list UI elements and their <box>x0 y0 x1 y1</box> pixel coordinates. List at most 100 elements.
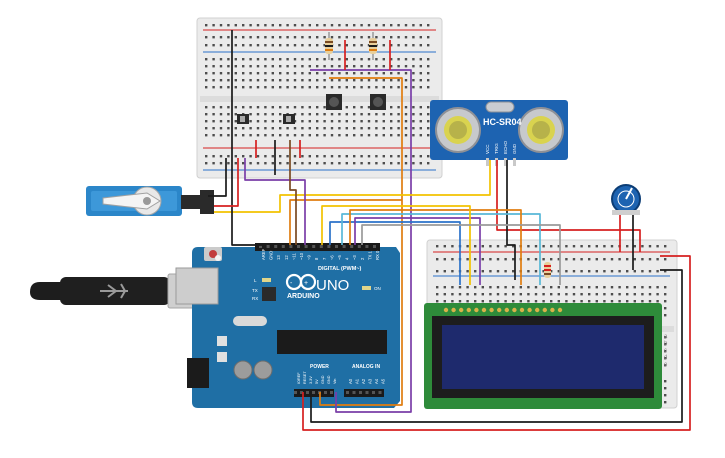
breadboard-hole[interactable] <box>279 65 282 68</box>
breadboard-hole[interactable] <box>271 44 274 47</box>
breadboard-hole[interactable] <box>308 162 311 165</box>
breadboard-hole[interactable] <box>227 79 230 82</box>
breadboard-hole[interactable] <box>316 113 319 116</box>
breadboard-hole[interactable] <box>234 120 237 123</box>
breadboard-hole[interactable] <box>641 286 644 289</box>
breadboard-hole[interactable] <box>427 162 430 165</box>
breadboard-hole[interactable] <box>664 270 667 273</box>
breadboard-hole[interactable] <box>205 36 208 39</box>
breadboard-hole[interactable] <box>301 113 304 116</box>
push-button-1[interactable] <box>326 94 342 110</box>
breadboard-hole[interactable] <box>293 44 297 47</box>
breadboard-hole[interactable] <box>534 270 538 273</box>
breadboard-hole[interactable] <box>397 86 400 89</box>
breadboard-hole[interactable] <box>375 58 378 61</box>
breadboard-hole[interactable] <box>316 162 319 165</box>
breadboard-hole[interactable] <box>338 113 341 116</box>
breadboard-hole[interactable] <box>436 258 439 261</box>
breadboard-hole[interactable] <box>308 79 311 82</box>
breadboard-hole[interactable] <box>316 44 319 47</box>
breadboard-hole[interactable] <box>481 293 484 296</box>
breadboard-hole[interactable] <box>279 127 282 130</box>
breadboard-hole[interactable] <box>588 245 591 248</box>
sensor-pin[interactable] <box>486 158 489 166</box>
breadboard-hole[interactable] <box>436 293 439 296</box>
breadboard-hole[interactable] <box>227 86 230 89</box>
breadboard-hole[interactable] <box>412 155 415 158</box>
breadboard-hole[interactable] <box>308 106 311 109</box>
breadboard-hole[interactable] <box>610 286 614 289</box>
breadboard-hole[interactable] <box>293 127 297 130</box>
breadboard-hole[interactable] <box>375 86 378 89</box>
breadboard-hole[interactable] <box>271 134 274 137</box>
breadboard-hole[interactable] <box>550 270 553 273</box>
breadboard-hole[interactable] <box>219 44 223 47</box>
breadboard-hole[interactable] <box>595 270 598 273</box>
breadboard-hole[interactable] <box>375 72 378 75</box>
push-button-2[interactable] <box>370 94 386 110</box>
breadboard-hole[interactable] <box>256 127 260 130</box>
breadboard-hole[interactable] <box>603 270 606 273</box>
breadboard-hole[interactable] <box>664 350 667 353</box>
lcd-16x2[interactable] <box>424 303 662 409</box>
breadboard-hole[interactable] <box>367 24 371 27</box>
breadboard-hole[interactable] <box>286 58 289 61</box>
breadboard-hole[interactable] <box>664 364 667 367</box>
breadboard-hole[interactable] <box>316 79 319 82</box>
breadboard-hole[interactable] <box>279 134 282 137</box>
breadboard-hole[interactable] <box>367 134 371 137</box>
breadboard-hole[interactable] <box>271 58 274 61</box>
breadboard-hole[interactable] <box>367 72 371 75</box>
breadboard-hole[interactable] <box>323 155 326 158</box>
breadboard-hole[interactable] <box>316 127 319 130</box>
breadboard-hole[interactable] <box>512 245 515 248</box>
breadboard-hole[interactable] <box>249 44 252 47</box>
breadboard-hole[interactable] <box>316 24 319 27</box>
breadboard-hole[interactable] <box>286 155 289 158</box>
breadboard-hole[interactable] <box>234 36 237 39</box>
breadboard-hole[interactable] <box>264 106 267 109</box>
breadboard-hole[interactable] <box>353 113 356 116</box>
breadboard-hole[interactable] <box>504 270 507 273</box>
breadboard-hole[interactable] <box>451 293 454 296</box>
breadboard-hole[interactable] <box>367 79 371 82</box>
breadboard-hole[interactable] <box>323 120 326 123</box>
digital-pin[interactable] <box>342 245 346 248</box>
breadboard-hole[interactable] <box>404 72 408 75</box>
breadboard-hole[interactable] <box>345 120 348 123</box>
digital-pin[interactable] <box>319 245 323 248</box>
breadboard-hole[interactable] <box>397 44 400 47</box>
breadboard-hole[interactable] <box>610 245 614 248</box>
breadboard-hole[interactable] <box>323 134 326 137</box>
lcd-pin[interactable] <box>550 307 555 313</box>
breadboard-hole[interactable] <box>664 258 667 261</box>
breadboard-hole[interactable] <box>308 72 311 75</box>
breadboard-hole[interactable] <box>610 270 614 273</box>
breadboard-hole[interactable] <box>345 86 348 89</box>
breadboard-hole[interactable] <box>219 86 223 89</box>
breadboard-hole[interactable] <box>271 113 274 116</box>
breadboard-hole[interactable] <box>427 134 430 137</box>
breadboard-hole[interactable] <box>565 258 568 261</box>
analog-header[interactable] <box>344 389 384 397</box>
breadboard-hole[interactable] <box>330 79 334 82</box>
breadboard-hole[interactable] <box>419 86 422 89</box>
breadboard-hole[interactable] <box>234 65 237 68</box>
breadboard-hole[interactable] <box>443 293 446 296</box>
breadboard-hole[interactable] <box>404 113 408 116</box>
breadboard-hole[interactable] <box>345 58 348 61</box>
breadboard-hole[interactable] <box>542 245 545 248</box>
lcd-pin[interactable] <box>481 307 487 313</box>
breadboard-hole[interactable] <box>212 65 215 68</box>
breadboard-hole[interactable] <box>256 155 260 158</box>
breadboard-hole[interactable] <box>353 36 356 39</box>
breadboard-hole[interactable] <box>419 72 422 75</box>
breadboard-hole[interactable] <box>633 300 636 303</box>
breadboard-hole[interactable] <box>664 245 667 248</box>
breadboard-hole[interactable] <box>212 155 215 158</box>
breadboard-hole[interactable] <box>641 270 644 273</box>
breadboard-hole[interactable] <box>264 113 267 116</box>
breadboard-hole[interactable] <box>557 258 560 261</box>
breadboard-hole[interactable] <box>279 36 282 39</box>
breadboard-hole[interactable] <box>256 58 260 61</box>
